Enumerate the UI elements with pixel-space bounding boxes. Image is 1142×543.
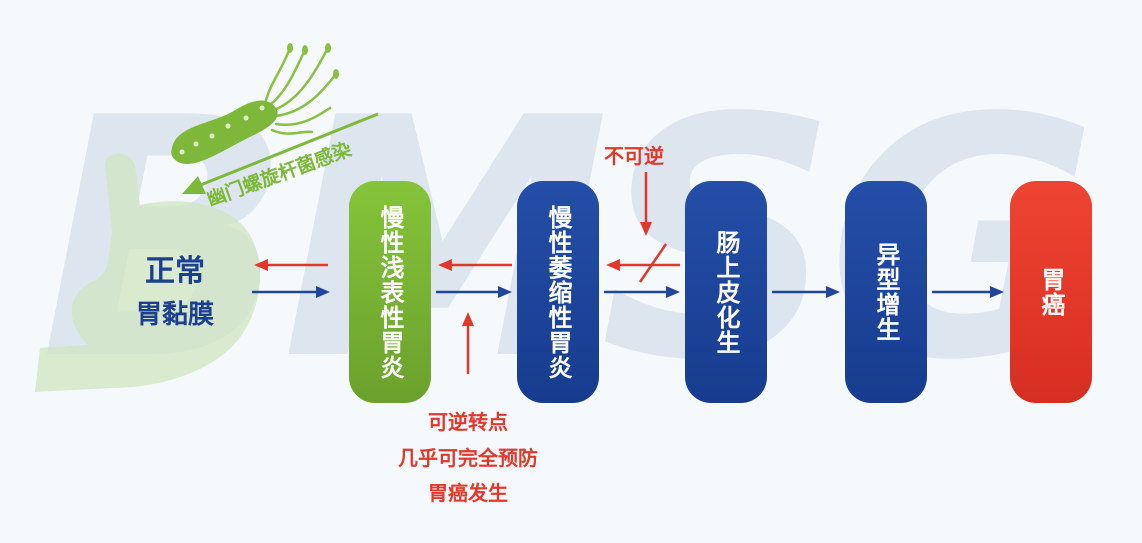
stage-dysplasia: 异型增生 [845, 181, 927, 403]
stage-label: 胃癌 [1037, 267, 1065, 317]
stage-gastric-cancer: 胃癌 [1010, 181, 1092, 403]
normal-mucosa-label: 胃黏膜 [135, 300, 214, 330]
reverse-arrows [254, 172, 680, 374]
forward-arrow-2 [436, 286, 512, 298]
forward-arrows [252, 286, 1004, 298]
reversible-point-label: 可逆转点 [428, 410, 508, 434]
prevention-line1: 几乎可完全预防 [398, 446, 538, 470]
stage-label: 肠上皮化生 [712, 229, 740, 355]
irreversible-pointer [640, 172, 652, 236]
forward-arrow-3 [604, 286, 680, 298]
blocked-cross-mark [638, 243, 668, 283]
stage-label: 慢性浅表性胃炎 [376, 204, 404, 380]
stage-atrophic-gastritis: 慢性萎缩性胃炎 [517, 181, 599, 403]
stage-label: 异型增生 [872, 242, 900, 342]
reverse-arrow-1 [254, 259, 328, 271]
reverse-arrow-3 [606, 259, 680, 271]
reversible-point-pointer [462, 312, 474, 374]
reverse-arrow-2 [438, 259, 512, 271]
stage-intestinal-metaplasia: 肠上皮化生 [685, 181, 767, 403]
prevention-line2: 胃癌发生 [428, 481, 508, 505]
normal-label: 正常 [145, 254, 205, 289]
stage-superficial-gastritis: 慢性浅表性胃炎 [349, 181, 431, 403]
irreversible-label: 不可逆 [604, 144, 664, 168]
stage-label: 慢性萎缩性胃炎 [544, 204, 572, 380]
forward-arrow-1 [252, 286, 330, 298]
forward-arrow-4 [772, 286, 840, 298]
forward-arrow-5 [932, 286, 1004, 298]
